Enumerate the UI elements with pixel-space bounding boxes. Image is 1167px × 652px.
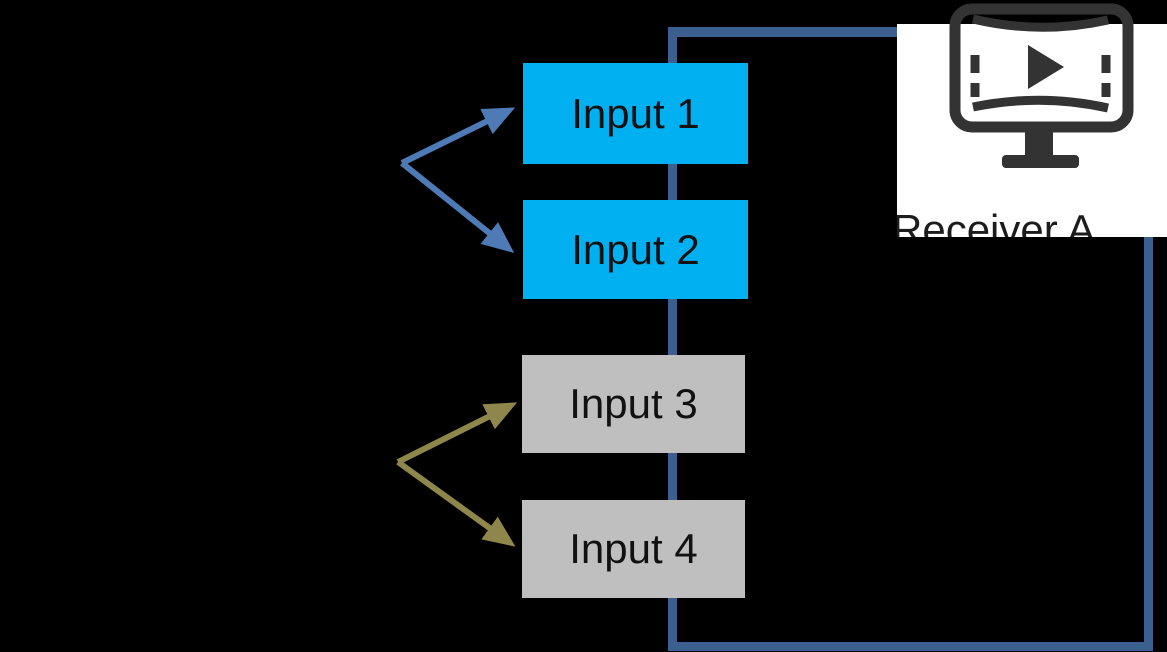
input-3-label: Input 3 xyxy=(569,380,698,427)
input-2-box: Input 2 xyxy=(523,200,748,299)
arrow-to-input-1 xyxy=(400,107,516,166)
arrow-to-input-2 xyxy=(400,160,515,254)
olive-fork-arrows xyxy=(396,402,518,547)
connector-top-horizontal xyxy=(668,27,905,37)
input-4-box: Input 4 xyxy=(522,500,745,598)
input-3-box: Input 3 xyxy=(522,355,745,453)
input-2-label: Input 2 xyxy=(571,225,700,273)
input-1-label: Input 1 xyxy=(571,89,700,137)
play-icon xyxy=(1028,45,1064,89)
video-monitor-icon xyxy=(949,3,1134,168)
input-4-label: Input 4 xyxy=(569,525,698,572)
connector-bottom-horizontal xyxy=(668,642,1153,651)
connector-vertical-bus xyxy=(668,27,677,651)
input-1-box: Input 1 xyxy=(523,63,748,164)
blue-fork-arrows xyxy=(400,107,516,254)
arrow-to-input-3 xyxy=(396,402,518,465)
connector-right-vertical xyxy=(1144,230,1153,651)
receiver-label: Receiver A xyxy=(897,206,1096,238)
arrow-to-input-4 xyxy=(396,459,516,547)
